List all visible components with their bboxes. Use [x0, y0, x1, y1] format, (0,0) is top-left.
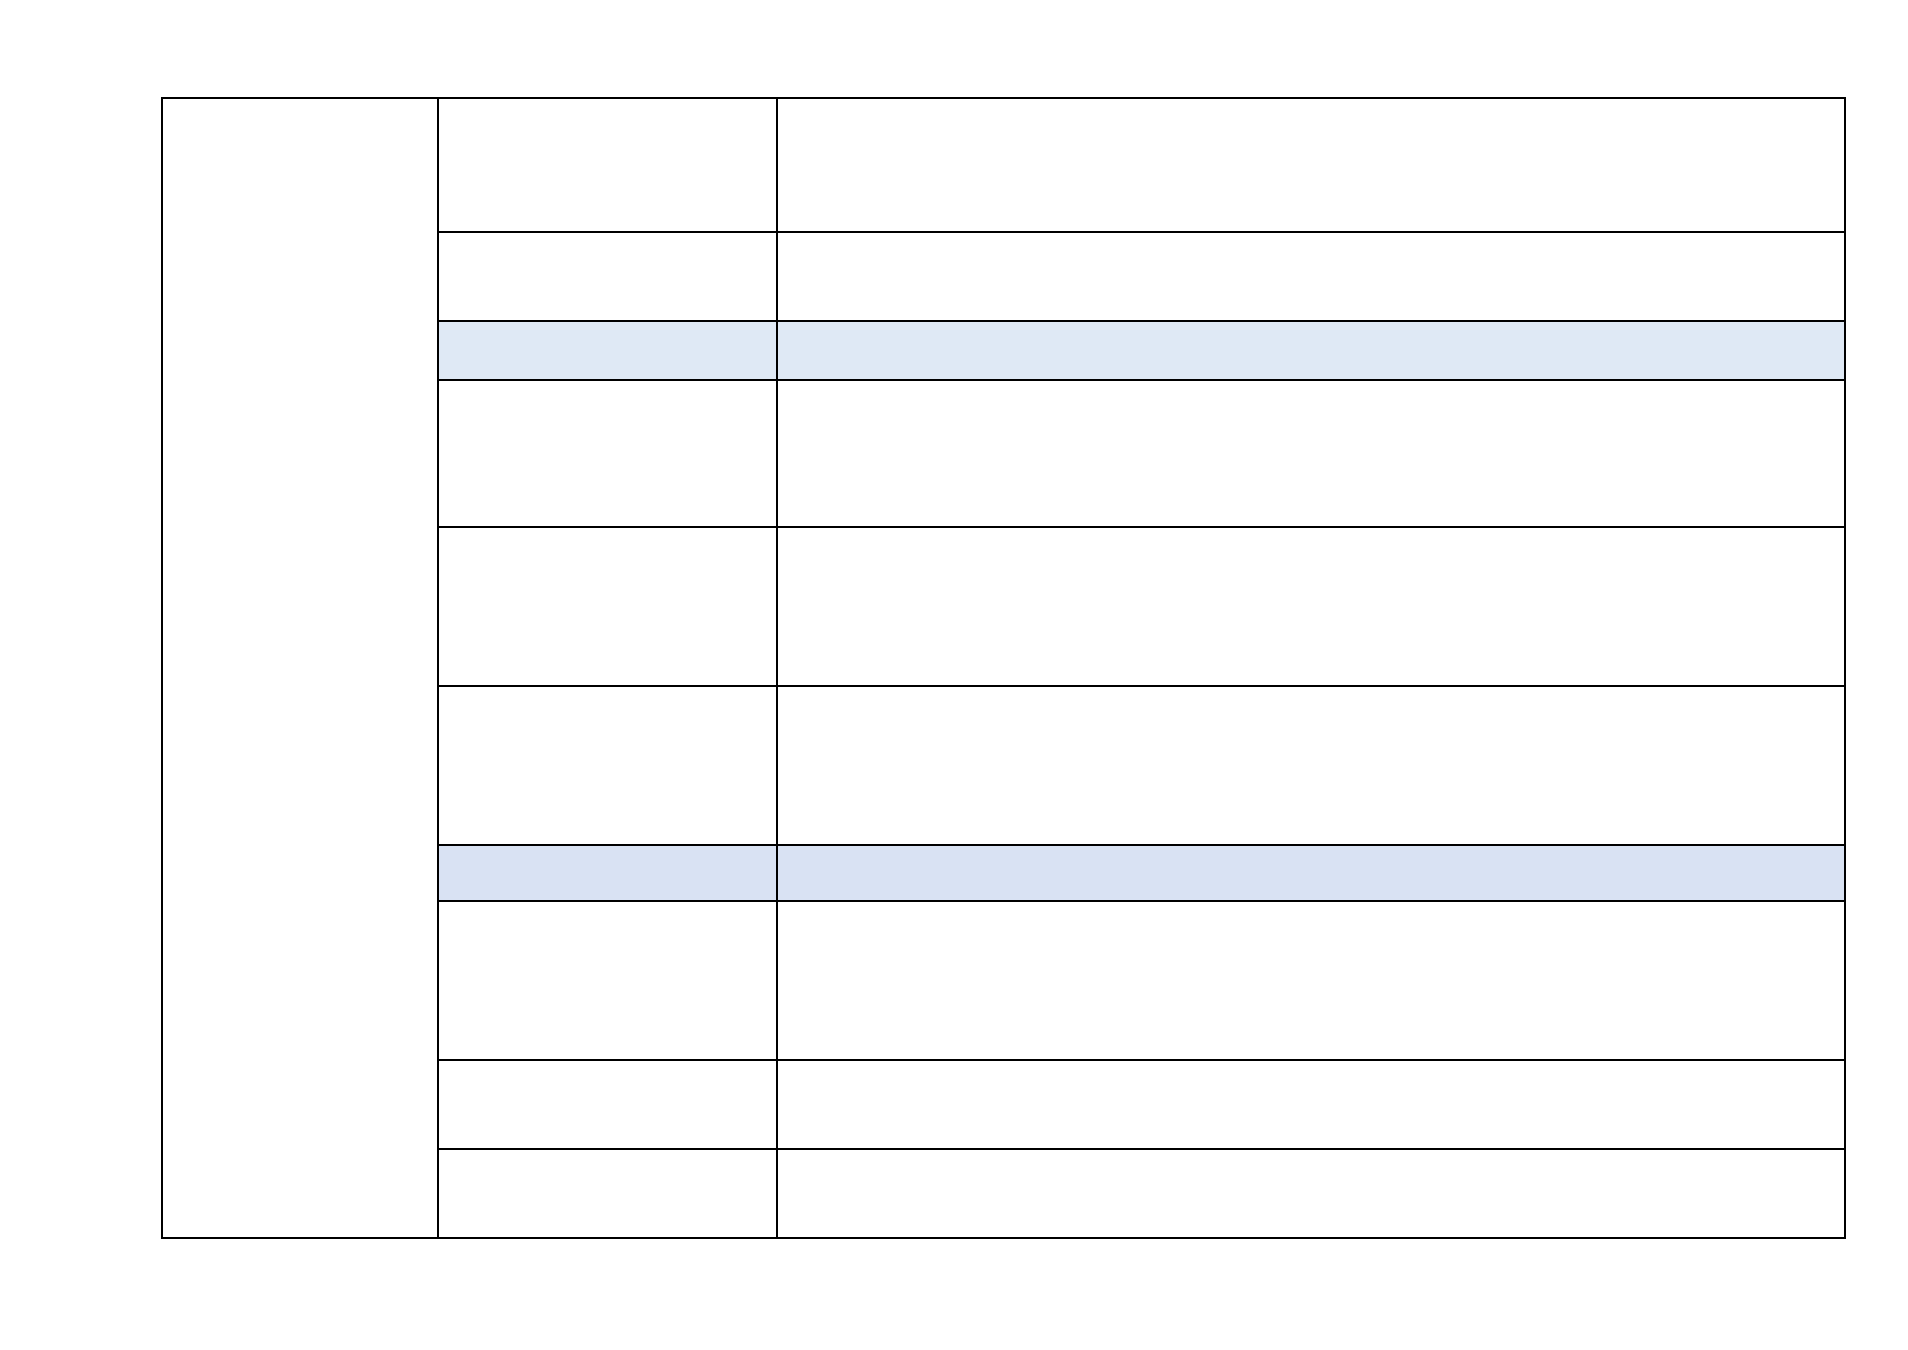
table-row [162, 526, 1846, 687]
row-label-cell [437, 900, 778, 1061]
row-label-cell [437, 685, 778, 846]
row-content-cell [776, 379, 1846, 528]
row-content-cell [776, 1059, 1846, 1150]
section-label-cell [437, 844, 778, 902]
section-content-cell [776, 320, 1846, 381]
row-content-cell [776, 526, 1846, 687]
row-content-cell [776, 231, 1846, 322]
table-row [162, 900, 1846, 1061]
row-label-cell [437, 231, 778, 322]
document-table [161, 97, 1846, 1239]
section-label-cell [437, 320, 778, 381]
table-row [162, 1148, 1846, 1239]
section-header-row [162, 844, 1846, 902]
row-label-cell [437, 526, 778, 687]
table-row [162, 379, 1846, 528]
row-label-cell [437, 1148, 778, 1239]
table-row [162, 231, 1846, 322]
table-row [162, 1059, 1846, 1150]
row-content-cell [776, 685, 1846, 846]
table-row [162, 685, 1846, 846]
row-content-cell [776, 900, 1846, 1061]
section-header-row [162, 320, 1846, 381]
section-content-cell [776, 844, 1846, 902]
row-content-cell [776, 1148, 1846, 1239]
row-label-cell [437, 1059, 778, 1150]
row-label-cell [437, 97, 778, 233]
row-label-cell [437, 379, 778, 528]
table-row [161, 97, 1846, 1239]
row-content-cell [776, 97, 1846, 233]
left-merged-cell [161, 97, 439, 1239]
